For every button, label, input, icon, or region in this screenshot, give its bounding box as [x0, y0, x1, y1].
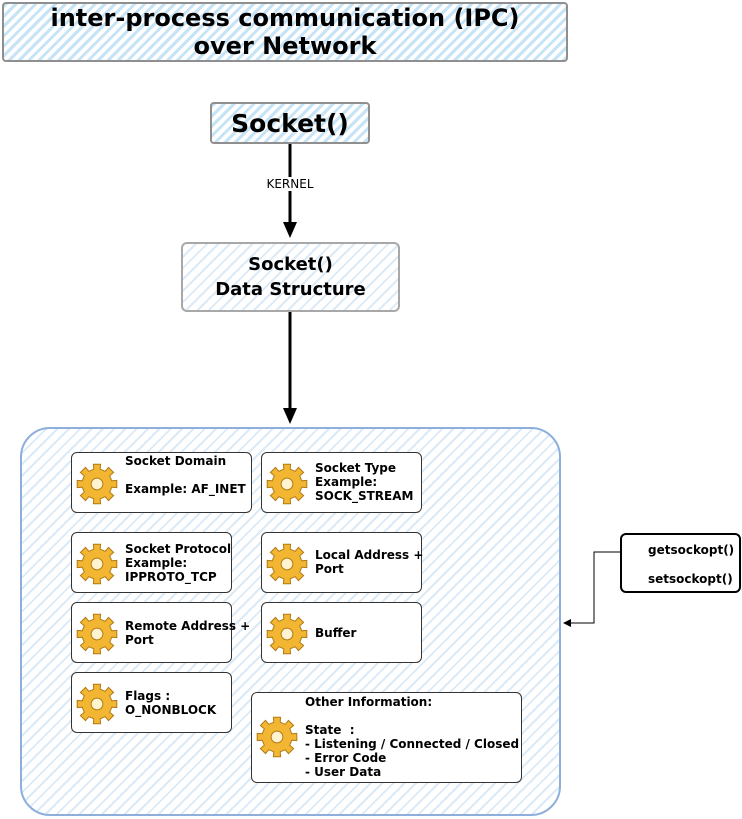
kernel-edge-label: KERNEL — [250, 177, 330, 191]
gear-icon — [266, 463, 308, 509]
gear-icon — [76, 683, 118, 729]
arrowhead-structure-to-container — [283, 408, 297, 424]
field-text-line: IPPROTO_TCP — [125, 570, 217, 584]
field-text: Flags :O_NONBLOCK — [125, 689, 216, 717]
socket-call-box: Socket() — [210, 102, 370, 144]
title-box: inter-process communication (IPC) over N… — [2, 2, 568, 62]
data-structure-line-2: Data Structure — [215, 279, 366, 300]
sockopt-box: getsockopt() setsockopt() — [620, 533, 741, 593]
field-text-line: State : — [305, 723, 355, 737]
data-structure-line-1: Socket() — [248, 254, 333, 275]
field-text-line: Port — [125, 633, 154, 647]
setsockopt-label: setsockopt() — [648, 572, 733, 586]
field-text: Remote Address +Port — [125, 619, 250, 647]
gear-icon — [266, 613, 308, 659]
field-text-line: Flags : — [125, 689, 171, 703]
arrowhead-socket-to-structure — [283, 222, 297, 238]
field-text: Buffer — [315, 626, 356, 640]
field-text-line: Local Address + — [315, 548, 424, 562]
field-text-line: Socket Protocol — [125, 542, 232, 556]
field-text-line: O_NONBLOCK — [125, 703, 217, 717]
field-text-line: Example: AF_INET — [125, 482, 246, 496]
field-text-line: Example: — [125, 556, 188, 570]
field-text-line — [305, 709, 519, 723]
field-text-line: Remote Address + — [125, 619, 251, 633]
field-text-line — [125, 468, 246, 482]
field-flags: Flags :O_NONBLOCK — [71, 672, 232, 733]
field-text-line: - User Data — [305, 765, 382, 779]
title-line-2: over Network — [193, 32, 377, 60]
field-text-line: SOCK_STREAM — [315, 489, 414, 503]
arrow-sockopt-to-container — [566, 551, 620, 624]
field-text-line: Example: — [315, 475, 378, 489]
field-text-line: - Error Code — [305, 751, 387, 765]
field-text: Other Information: State :- Listening / C… — [305, 695, 519, 779]
socket-call-label: Socket() — [231, 108, 349, 138]
field-buffer: Buffer — [261, 602, 422, 663]
field-text-line: Socket Type — [315, 461, 397, 475]
title-line-1: inter-process communication (IPC) — [50, 4, 520, 32]
field-text-line: Buffer — [315, 626, 357, 640]
data-structure-box: Socket() Data Structure — [181, 242, 400, 312]
field-text-line: Other Information: — [305, 695, 433, 709]
gear-icon — [76, 613, 118, 659]
getsockopt-label: getsockopt() — [648, 543, 735, 557]
gear-icon — [76, 463, 118, 509]
field-text-line: Socket Domain — [125, 454, 227, 468]
field-text-line: - Listening / Connected / Closed — [305, 737, 520, 751]
field-remote-address: Remote Address +Port — [71, 602, 250, 663]
field-text: Local Address +Port — [315, 548, 423, 576]
gear-icon — [76, 543, 118, 589]
field-local-address: Local Address +Port — [261, 532, 423, 593]
field-other-information: Other Information: State :- Listening / C… — [251, 692, 522, 783]
gear-icon — [266, 543, 308, 589]
gear-icon — [256, 716, 298, 762]
arrowhead-sockopt-to-container — [563, 619, 571, 627]
field-text-line: Port — [315, 562, 344, 576]
